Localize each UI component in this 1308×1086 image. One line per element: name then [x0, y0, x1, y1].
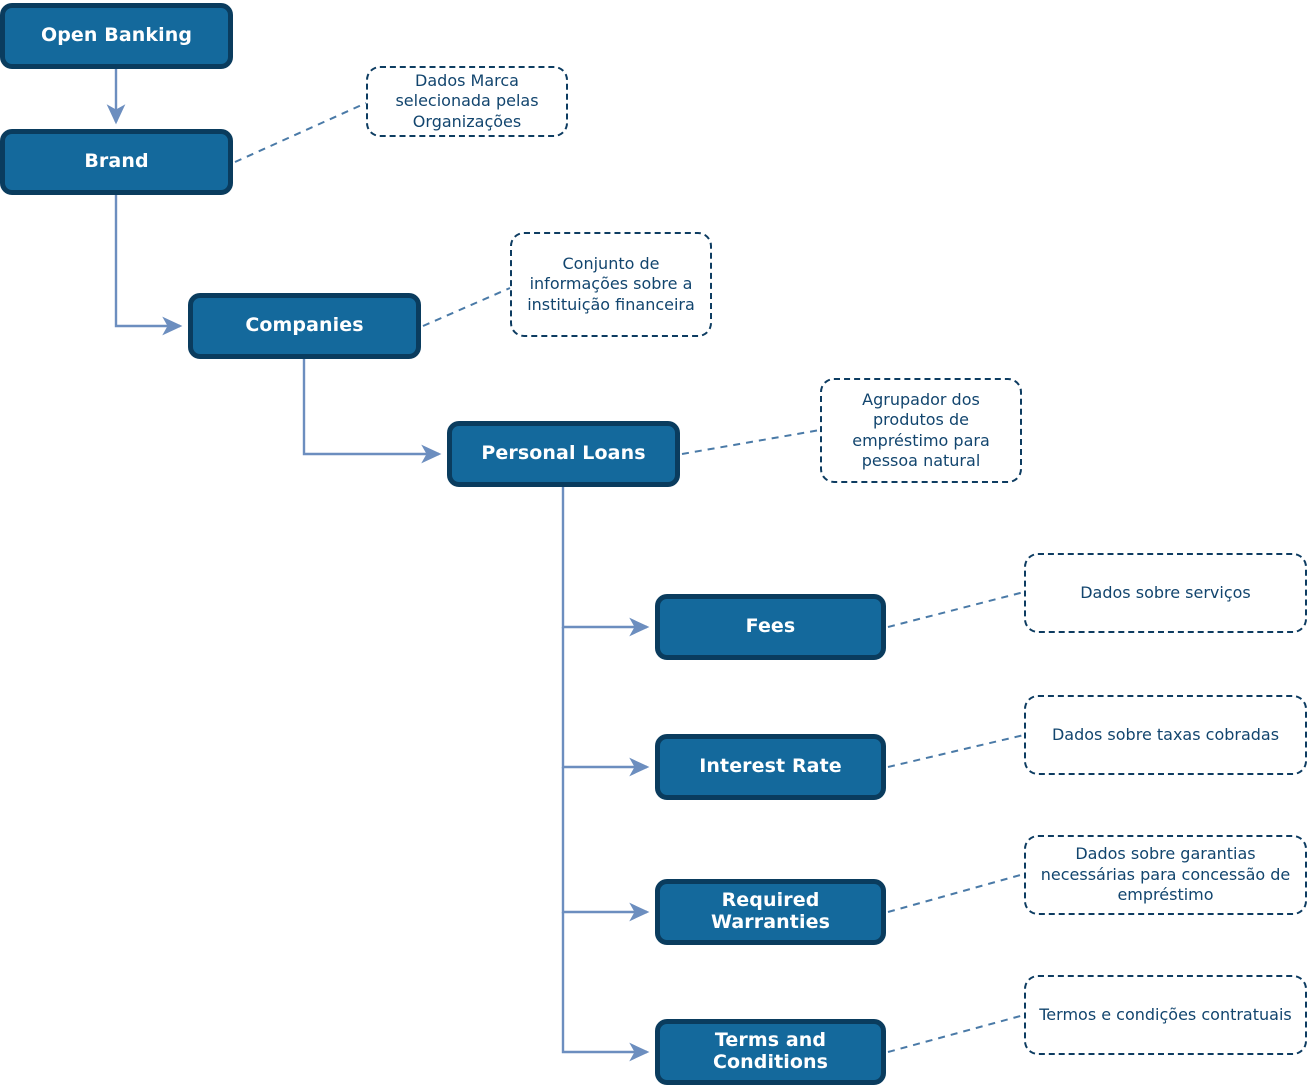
node-label: Terms and Conditions [712, 1029, 829, 1073]
node-open-banking[interactable]: Open Banking [0, 3, 233, 69]
edge-note-companies [422, 287, 511, 327]
note-required-warranties: Dados sobre garantias necessárias para c… [1024, 835, 1307, 915]
node-label: Fees [745, 615, 796, 638]
note-text: Dados sobre serviços [1080, 582, 1251, 602]
node-companies[interactable]: Companies [188, 293, 421, 359]
node-label: Required Warranties [711, 889, 830, 933]
edge-note-required-warranties [887, 873, 1025, 913]
node-label: Companies [245, 314, 364, 337]
edge-personal-loans-terms-and-conditions [561, 912, 650, 1062]
edge-companies-personal-loans [302, 359, 442, 464]
node-label: Interest Rate [699, 755, 842, 778]
node-brand[interactable]: Brand [0, 129, 233, 195]
edge-personal-loans-required-warranties [561, 767, 650, 922]
node-label: Brand [84, 150, 149, 173]
edge-note-interest-rate [887, 734, 1025, 768]
note-text: Conjunto de informações sobre a institui… [527, 253, 695, 314]
node-fees[interactable]: Fees [655, 594, 886, 660]
note-text: Dados sobre taxas cobradas [1051, 724, 1280, 744]
note-text: Dados Marca selecionada pelas Organizaçõ… [395, 70, 539, 131]
edge-note-brand [234, 102, 367, 163]
node-personal-loans[interactable]: Personal Loans [447, 421, 680, 487]
note-brand: Dados Marca selecionada pelas Organizaçõ… [366, 66, 568, 137]
node-terms-and-conditions[interactable]: Terms and Conditions [655, 1019, 886, 1085]
note-text: Agrupador dos produtos de empréstimo par… [852, 389, 990, 470]
note-terms-and-conditions: Termos e condições contratuais [1024, 975, 1307, 1055]
note-text: Dados sobre garantias necessárias para c… [1040, 844, 1291, 905]
edge-personal-loans-interest-rate [561, 627, 650, 777]
note-personal-loans: Agrupador dos produtos de empréstimo par… [820, 378, 1022, 483]
edge-brand-companies [114, 195, 183, 336]
node-interest-rate[interactable]: Interest Rate [655, 734, 886, 800]
edge-personal-loans-fees [561, 487, 650, 637]
edge-note-personal-loans [681, 429, 821, 455]
note-text: Termos e condições contratuais [1039, 1004, 1292, 1024]
note-companies: Conjunto de informações sobre a institui… [510, 232, 712, 337]
edge-note-terms-and-conditions [887, 1014, 1025, 1053]
node-label: Open Banking [40, 24, 193, 47]
note-fees: Dados sobre serviços [1024, 553, 1307, 633]
node-label: Personal Loans [481, 442, 646, 465]
node-required-warranties[interactable]: Required Warranties [655, 879, 886, 945]
edge-note-fees [887, 591, 1025, 628]
note-interest-rate: Dados sobre taxas cobradas [1024, 695, 1307, 775]
